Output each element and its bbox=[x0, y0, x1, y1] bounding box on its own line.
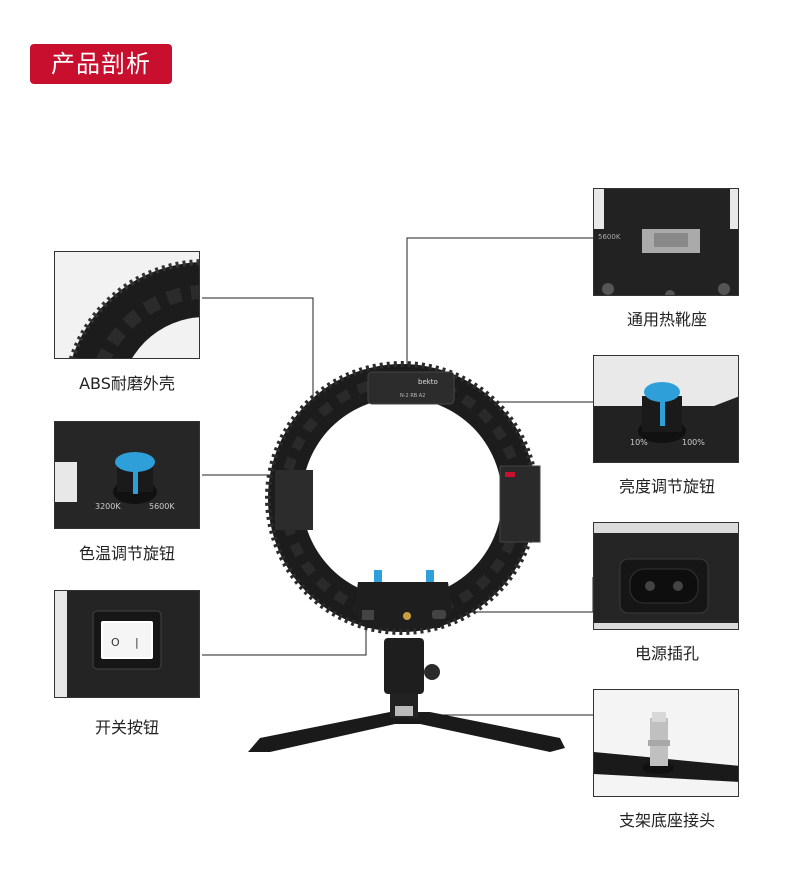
hotshoe-scale-mark: 5600K bbox=[598, 233, 621, 241]
stand-base-graphic bbox=[248, 638, 565, 752]
color-temp-max: 5600K bbox=[149, 502, 175, 511]
brightness-min: 10% bbox=[630, 438, 648, 447]
brand-mark: bekto bbox=[418, 378, 438, 386]
callout-label-power-socket: 电源插孔 bbox=[634, 644, 699, 663]
color-temp-min: 3200K bbox=[95, 502, 121, 511]
callout-hot-shoe: 5600K bbox=[593, 188, 739, 296]
callout-stand-adapter bbox=[593, 689, 739, 797]
callout-brightness-knob: 10% 100% bbox=[593, 355, 739, 463]
ring-light-graphic bbox=[265, 361, 541, 635]
model-mark: N-2 RB A2 bbox=[400, 393, 425, 399]
callout-abs-shell bbox=[54, 251, 200, 359]
callout-label-brightness-knob: 亮度调节旋钮 bbox=[618, 477, 715, 496]
svg-text:O: O bbox=[111, 636, 120, 649]
callout-power-switch: O | bbox=[54, 590, 200, 698]
callout-label-stand-adapter: 支架底座接头 bbox=[618, 811, 715, 830]
callout-label-hot-shoe: 通用热靴座 bbox=[626, 310, 707, 329]
callout-label-color-temp-knob: 色温调节旋钮 bbox=[78, 544, 175, 563]
svg-text:|: | bbox=[135, 636, 139, 649]
callout-color-temp-knob: 3200K 5600K bbox=[54, 421, 200, 529]
brightness-max: 100% bbox=[682, 438, 705, 447]
page-title-badge: 产品剖析 bbox=[30, 44, 172, 84]
callout-power-socket bbox=[593, 522, 739, 630]
callout-label-abs-shell: ABS耐磨外壳 bbox=[79, 374, 175, 393]
callout-label-power-switch: 开关按钮 bbox=[94, 718, 159, 737]
